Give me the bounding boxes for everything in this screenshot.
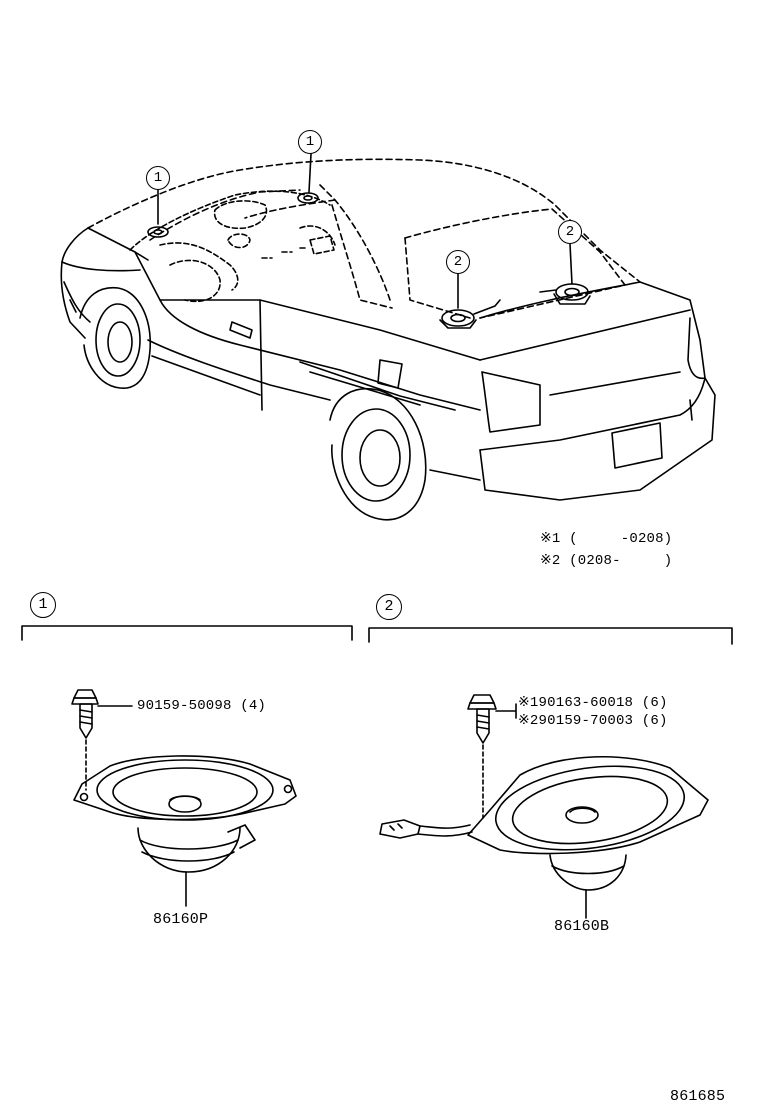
- panel-1-frame: [21, 625, 353, 641]
- panel-2-screw: [467, 694, 517, 819]
- panel-2-screw-part-number-2: ※290159-70003 (6): [518, 713, 668, 729]
- car-illustration: [60, 153, 716, 521]
- panel-1-screw-part-number: 90159-50098 (4): [137, 698, 267, 714]
- panel-2-marker: 2: [376, 594, 402, 620]
- panel-2-frame: [368, 627, 733, 645]
- callout-1-right: 1: [298, 130, 322, 154]
- note-1: ※1 ( -0208): [540, 531, 673, 547]
- speaker-86160P-drawing: [73, 755, 297, 907]
- panel-1-marker: 1: [30, 592, 56, 618]
- panel-1-speaker-part-number: 86160P: [153, 911, 209, 928]
- callout-2-right: 2: [558, 220, 582, 244]
- callout-2-left: 2: [446, 250, 470, 274]
- speaker-86160B-drawing: [379, 755, 709, 919]
- panel-2-screw-part-number-1: ※190163-60018 (6): [518, 695, 668, 711]
- note-2: ※2 (0208- ): [540, 553, 673, 569]
- panel-2-speaker-part-number: 86160B: [554, 918, 610, 935]
- catalog-number: 861685: [670, 1088, 726, 1105]
- callout-1-left: 1: [146, 166, 170, 190]
- panel-1-screw: [71, 689, 133, 791]
